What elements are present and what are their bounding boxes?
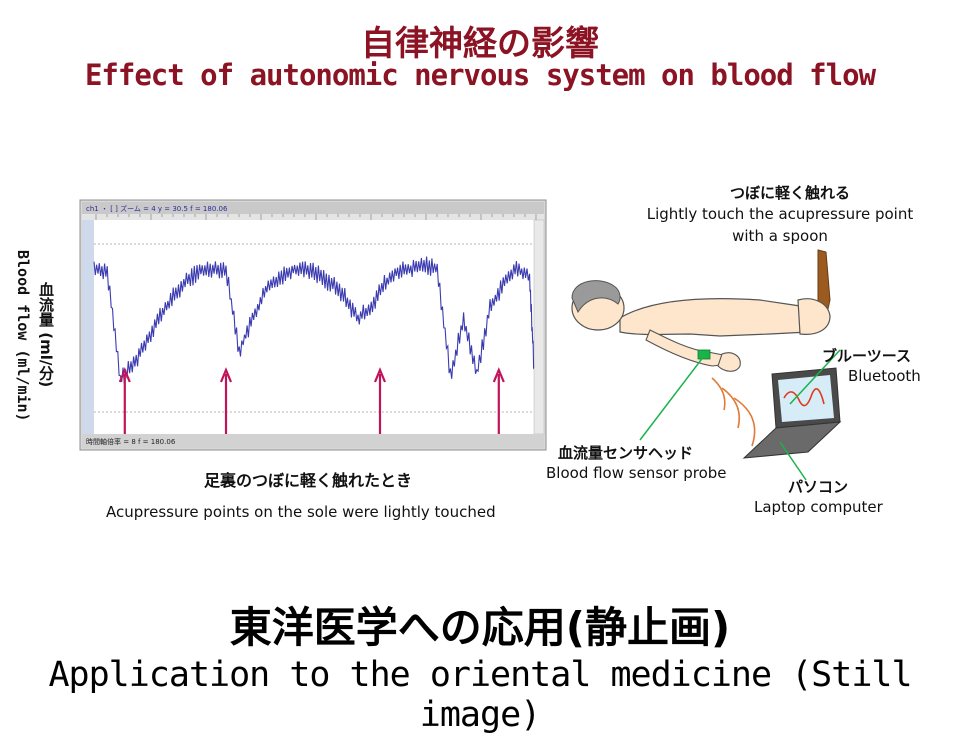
laptop-leader-line <box>779 441 807 481</box>
footer-title-jp: 東洋医学への応用(静止画) <box>229 603 731 652</box>
window-statusbar-text: 時間軸倍率 = 8 f = 180.06 <box>86 437 176 446</box>
person-feet-icon <box>797 298 831 335</box>
laptop-base-icon <box>742 421 842 459</box>
window-toolbar-text: ch1 ・ [ ] ズーム = 4 y = 30.5 f = 180.06 <box>86 204 228 213</box>
window-statusbar <box>82 434 544 448</box>
bluetooth-label-en: Bluetooth <box>848 367 921 385</box>
probe-label-jp: 血流量センサヘッド <box>558 444 694 462</box>
acupressure-marker-arrowhead-2 <box>219 367 233 383</box>
window-ruler-ticks <box>95 214 537 220</box>
window-ruler <box>82 214 544 220</box>
footer-title-en: Application to the oriental medicine (St… <box>48 655 912 735</box>
window-toolbar <box>82 202 544 214</box>
plot-left-strip <box>82 220 94 434</box>
touch-label-en-line2: with a spoon <box>732 227 828 245</box>
probe-label-en: Blood flow sensor probe <box>546 464 727 482</box>
caption-jp: 足裏のつぼに軽く触れたとき <box>204 471 413 490</box>
acupressure-marker-arrowhead-4 <box>492 367 505 383</box>
wireless-arc-2 <box>721 387 741 429</box>
waveform-window: ch1 ・ [ ] ズーム = 4 y = 30.5 f = 180.06 時間… <box>79 199 547 451</box>
caption-en: Acupressure points on the sole were ligh… <box>106 503 496 521</box>
bluetooth-leader-line <box>789 349 841 405</box>
acupressure-marker-arrowhead-3 <box>373 367 387 383</box>
touch-label-en-line1: Lightly touch the acupressure point <box>646 205 914 223</box>
person-hair-icon <box>571 280 621 314</box>
page-title-jp: 自律神経の影響 <box>361 24 599 64</box>
setup-illustration <box>571 249 842 481</box>
laptop-label-en: Laptop computer <box>754 498 883 516</box>
person-hand-icon <box>717 352 741 372</box>
person-body-icon <box>619 297 813 337</box>
acupressure-marker-arrowhead-1 <box>118 367 131 383</box>
touch-label-jp: つぼに軽く触れる <box>729 184 850 202</box>
wireless-arc-1 <box>711 377 726 411</box>
wireless-arc-3 <box>733 397 756 447</box>
blood-flow-series <box>93 256 535 385</box>
sensor-probe-icon <box>697 349 711 360</box>
laptop-screen-waveform <box>783 388 825 407</box>
bluetooth-label-jp: ブルーツース <box>822 347 911 365</box>
y-axis-label-jp: 血流量 (ml/分) <box>37 282 55 388</box>
laptop-label-jp: パソコン <box>788 478 849 496</box>
y-axis-label-en: Blood flow (ml/min) <box>14 250 32 422</box>
page-title-en: Effect of autonomic nervous system on bl… <box>84 58 876 92</box>
probe-leader-line <box>639 355 705 441</box>
acupressure-markers <box>118 367 505 436</box>
laptop-display-icon <box>778 375 834 422</box>
